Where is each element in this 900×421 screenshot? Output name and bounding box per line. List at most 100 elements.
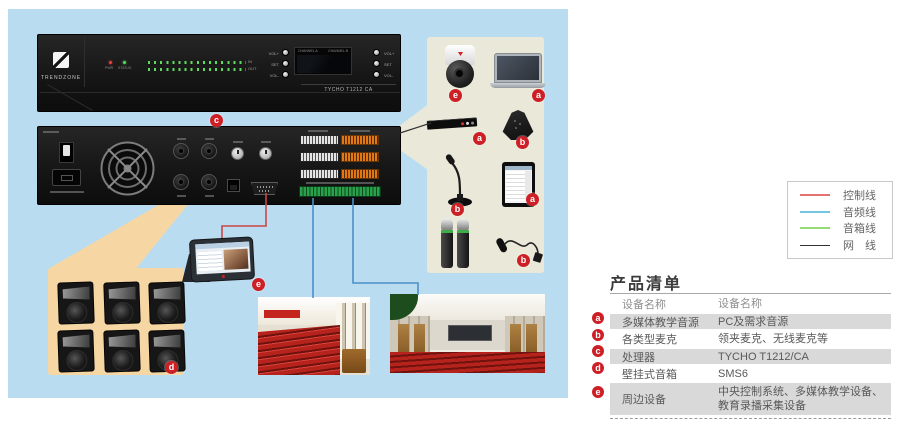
table-marker-d: d [592,362,604,374]
marker-av-source: a [473,132,486,145]
channel-a-label: CHANNEL A [298,49,318,53]
marker-speakers: d [165,361,178,374]
front-panel-edge-line [40,92,400,93]
audio-line-swatch [800,210,830,213]
camera-logo-icon [458,52,463,56]
network-line-swatch [800,244,830,246]
laptop-screen [497,56,539,80]
ac-inlet-slot [61,175,73,181]
knob-label-2 [261,141,271,143]
legend-audio-line: 音频线 [800,204,892,220]
power-led-label: PWR [105,66,114,70]
channel-display: CHANNEL A CHANNEL B [294,47,352,75]
led-meter-row-in [148,61,246,64]
handheld-mic-2 [457,218,469,268]
marker-gooseneck-mic: b [451,203,464,216]
set-label-right: SET [384,62,392,67]
speakon-label-3 [177,195,186,197]
processor-back-panel [37,126,401,205]
marker-lavalier-mic: b [517,254,530,267]
control-line-swatch [800,193,830,196]
table-marker-b: b [592,329,604,341]
vol-up-button-right [373,49,380,56]
table-row-e: 周边设备 中央控制系统、多媒体教学设备、 教育录播采集设备 [610,383,891,415]
trendzone-logo-icon [53,52,69,68]
speaker-line-swatch [800,227,830,230]
speaker-output-terminal [299,186,381,197]
set-button-left [282,60,289,67]
table-marker-c: c [592,345,604,357]
vol-up-label-left: VOL+ [268,51,279,56]
gooseneck-microphone [445,154,472,207]
power-switch [59,142,74,163]
legend-network-line: 网 线 [800,237,892,253]
speaker-terminal-label [306,182,374,184]
knob-label-1 [233,141,243,143]
input-knob-1 [231,147,244,160]
terminal-block-white-3 [300,169,339,179]
marker-conference-mic: b [516,136,529,149]
channel-b-label: CHANNEL B [328,49,348,53]
table-marker-e: e [592,386,604,398]
vol-down-label-right: VOL- [384,73,394,78]
table-row-d: 壁挂式音箱 SMS6 [622,367,748,381]
handheld-mic-1 [441,218,453,268]
vol-up-label-right: VOL+ [384,51,395,56]
status-led [123,61,126,64]
rs232-port [251,182,278,195]
model-divider-line [301,84,396,85]
touch-panel-screen [195,241,251,275]
speakon-label-4 [205,195,214,197]
terminal-block-white-2 [300,152,339,162]
table-row-c: 处理器 TYCHO T1212/CA [610,349,891,364]
wall-speaker-3 [148,281,186,325]
terminal-block-orange-2 [341,152,379,162]
front-panel-divider [84,37,85,87]
table-row-b: 各类型麦克 领夹麦克、无线麦克等 [622,333,828,346]
touch-panel-led [221,274,225,279]
terminal-label-2 [350,130,370,132]
legend-speaker-line: 音箱线 [800,220,892,236]
input-knob-2 [259,147,272,160]
ac-inlet [52,169,81,186]
speakon-jack-3 [173,174,189,190]
product-list-table: 设备名称 设备名称 多媒体教学音源 PC及需求音源 各类型麦克 领夹麦克、无线麦… [610,293,891,419]
set-button-right [373,60,380,67]
vol-down-button-right [373,71,380,78]
meter-out-label: OUT [248,66,257,71]
speakon-label-1 [177,138,186,140]
col1-header: 设备名称 [622,298,666,311]
table-bottom-dashed-line [610,418,891,419]
marker-camera: e [449,89,462,102]
power-rating-text [50,191,84,193]
wall-speaker-5 [103,329,141,373]
led-meter-row-out [148,68,246,71]
terminal-block-orange-1 [341,135,379,145]
wall-speaker-1 [57,281,95,325]
power-rocker [63,145,70,156]
terminal-block-white-1 [300,135,339,145]
vol-down-button-left [282,71,289,78]
speakon-jack-2 [201,143,217,159]
status-led-label: STATUS [118,66,132,70]
line-legend: 控制线 音频线 音箱线 网 线 [787,181,893,259]
auditorium-photo-2 [390,294,545,373]
display-screen [297,55,349,73]
wall-speaker-2 [103,281,141,325]
cooling-fan [100,141,155,196]
ptz-camera [443,45,477,93]
wireless-handheld-mics [441,218,469,268]
speakon-jack-4 [201,174,217,190]
touch-control-panel [182,236,256,286]
wall-speaker-4 [57,329,95,373]
cert-marks [43,131,59,133]
ethernet-port [227,179,240,192]
meter-in-label: IN [248,59,252,64]
terminal-block-orange-3 [341,169,379,179]
camera-lens [454,68,465,79]
speakon-label-2 [205,138,214,140]
product-list-title: 产品清单 [610,276,683,293]
marker-laptop: a [532,89,545,102]
laptop [490,53,546,89]
